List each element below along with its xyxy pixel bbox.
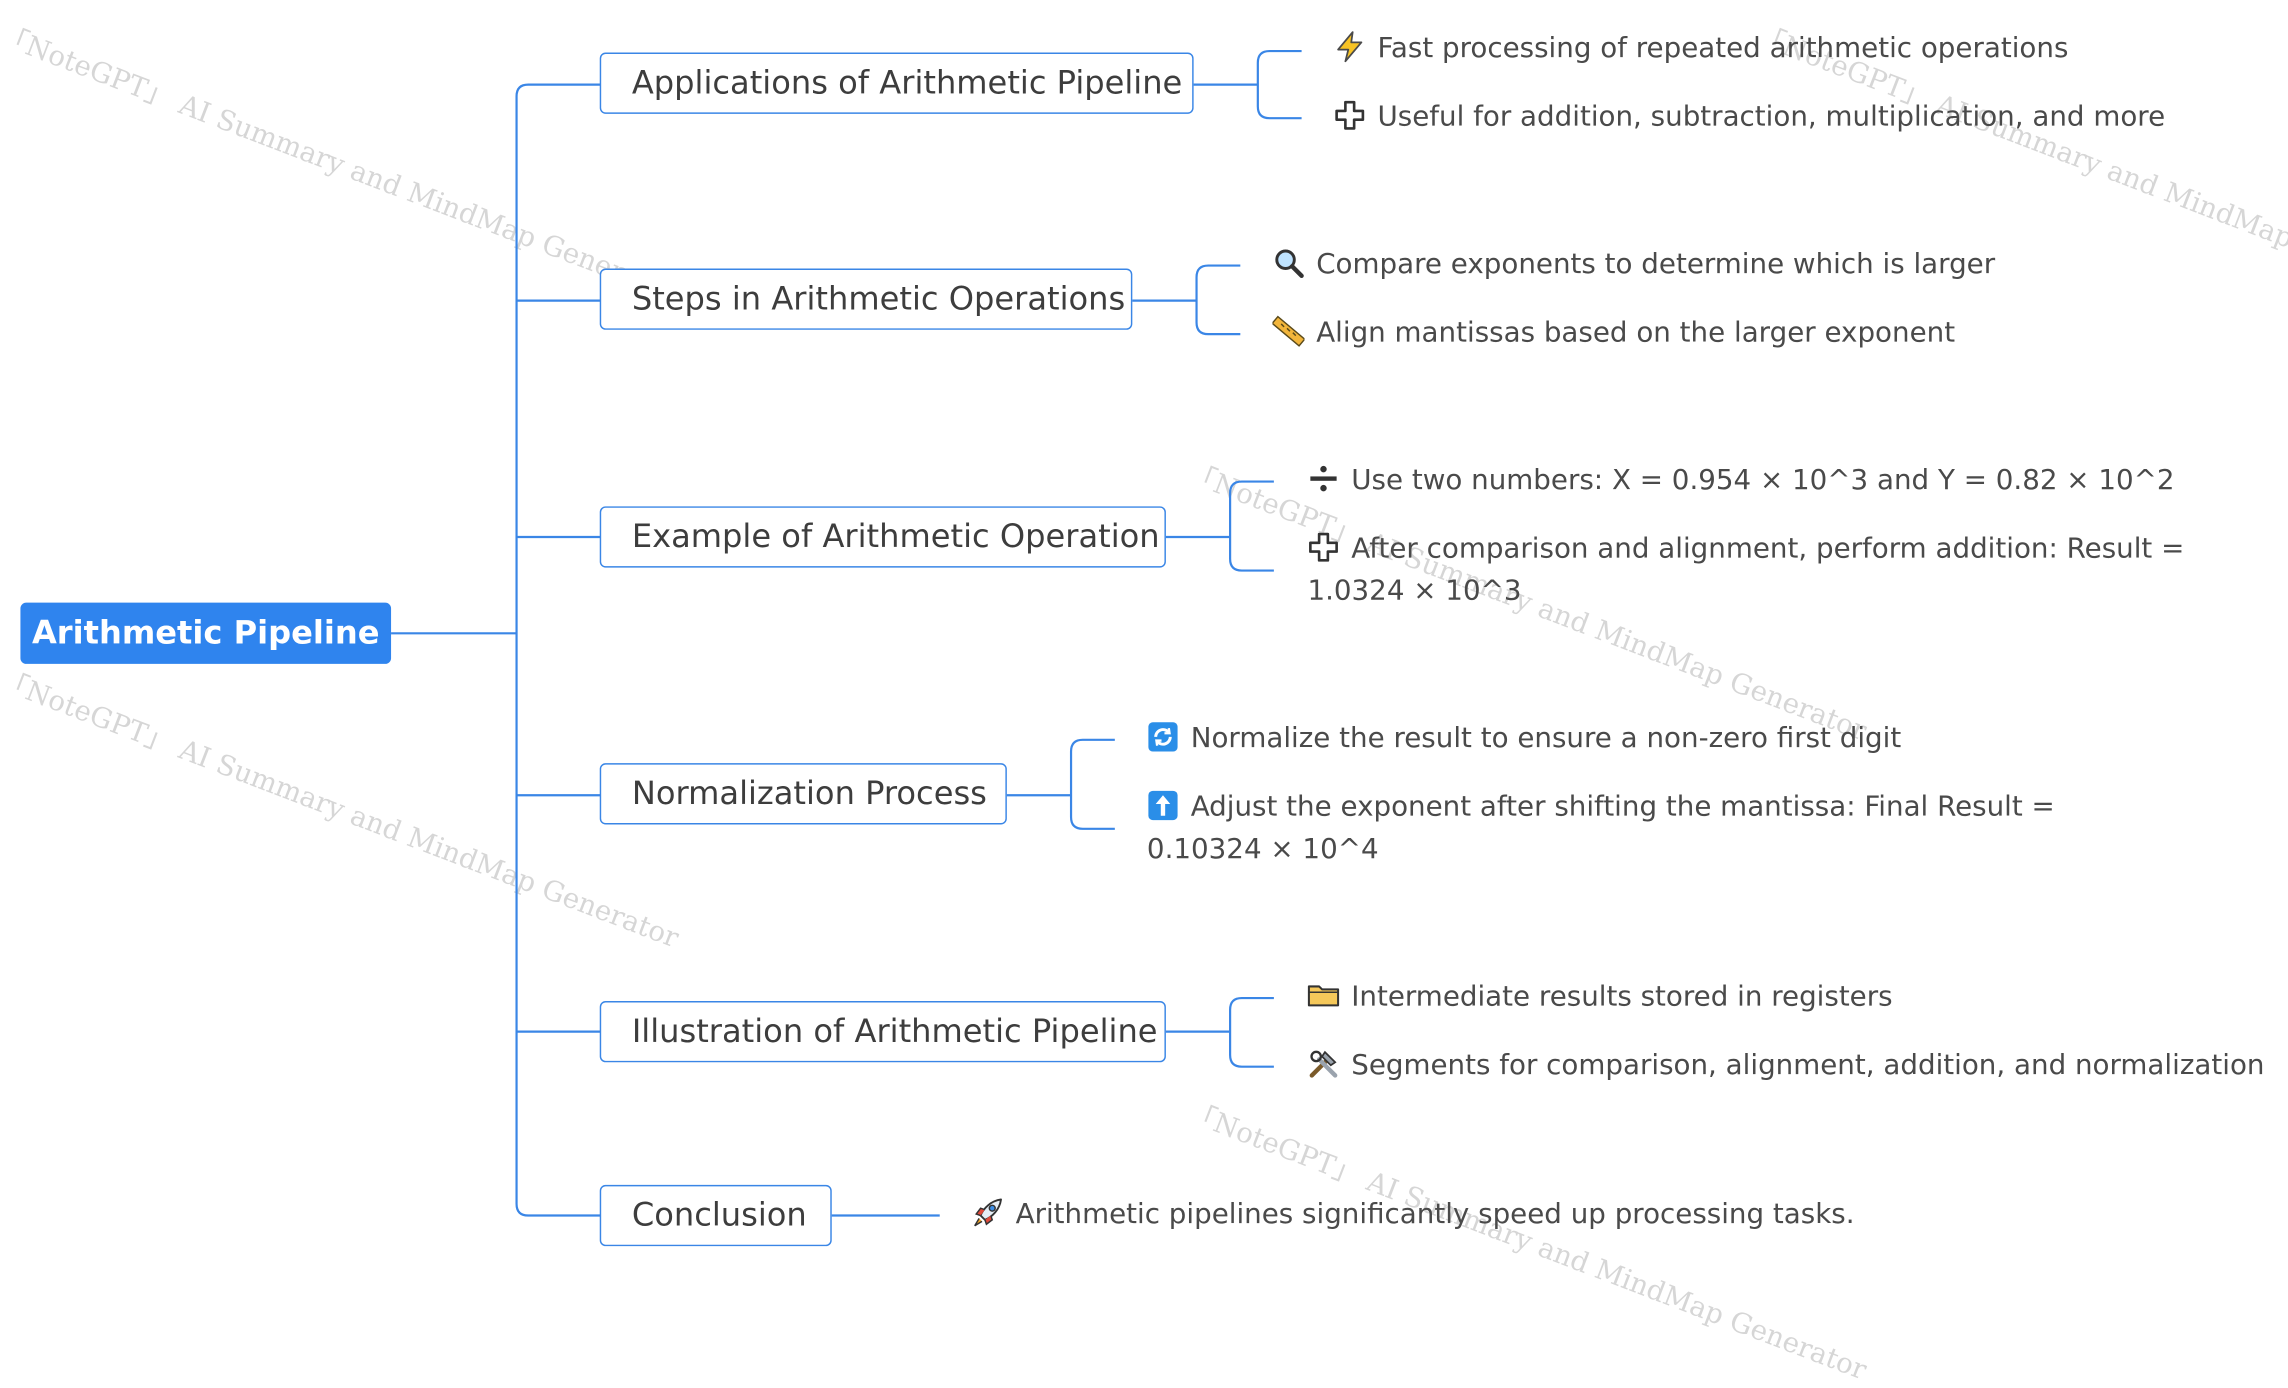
leaf-node[interactable]: Use two numbers: X = 0.954 × 10^3 and Y …	[1307, 460, 2175, 502]
refresh-icon	[1147, 721, 1179, 753]
leaf-text: Compare exponents to determine which is …	[1316, 248, 1996, 281]
branch-label: Conclusion	[631, 1197, 807, 1234]
plus-icon	[1334, 99, 1366, 131]
leaf-text: Adjust the exponent after shifting the m…	[1146, 790, 2055, 866]
rocket-icon	[972, 1197, 1004, 1229]
leaf-node[interactable]: Intermediate results stored in registers	[1307, 976, 1893, 1018]
branch-node-example[interactable]: Example of Arithmetic Operation	[599, 506, 1166, 568]
leaf-node[interactable]: Compare exponents to determine which is …	[1272, 244, 1995, 286]
leaf-text: Use two numbers: X = 0.954 × 10^3 and Y …	[1351, 464, 2175, 497]
leaf-node[interactable]: Segments for comparison, alignment, addi…	[1307, 1045, 2264, 1087]
ruler-icon	[1272, 315, 1305, 347]
leaf-text: Useful for addition, subtraction, multip…	[1377, 100, 2166, 133]
leaf-node[interactable]: Arithmetic pipelines significantly speed…	[972, 1194, 1855, 1236]
branch-label: Normalization Process	[631, 775, 987, 813]
leaf-text: Align mantissas based on the larger expo…	[1316, 316, 1956, 349]
leaf-node[interactable]: Adjust the exponent after shifting the m…	[1147, 787, 2098, 872]
plus-icon	[1307, 531, 1339, 563]
connector-lines	[391, 49, 1302, 1217]
branch-label: Example of Arithmetic Operation	[631, 518, 1160, 556]
tools-icon	[1307, 1048, 1339, 1080]
leaf-node[interactable]: After comparison and alignment, perform …	[1307, 528, 2253, 613]
leaf-text: Intermediate results stored in registers	[1351, 980, 1893, 1013]
branch-label: Steps in Arithmetic Operations	[631, 280, 1126, 318]
mindmap-canvas: 「NoteGPT」 AI Summary and MindMap Generat…	[0, 20, 2288, 1387]
divide-icon	[1307, 463, 1339, 495]
branch-label: Applications of Arithmetic Pipeline	[631, 64, 1183, 102]
leaf-text: Normalize the result to ensure a non-zer…	[1190, 722, 1902, 755]
folder-icon	[1307, 979, 1340, 1011]
root-node[interactable]: Arithmetic Pipeline	[20, 602, 392, 664]
branch-node-normalization[interactable]: Normalization Process	[599, 763, 1007, 825]
branch-node-applications[interactable]: Applications of Arithmetic Pipeline	[599, 52, 1194, 114]
leaf-text: Fast processing of repeated arithmetic o…	[1377, 32, 2069, 65]
branch-label: Illustration of Arithmetic Pipeline	[631, 1013, 1158, 1050]
leaf-node[interactable]: Align mantissas based on the larger expo…	[1272, 312, 1955, 354]
leaf-text: Arithmetic pipelines significantly speed…	[1015, 1198, 1855, 1231]
branch-node-conclusion[interactable]: Conclusion	[599, 1184, 832, 1247]
magnifier-icon	[1272, 247, 1304, 279]
leaf-text: Segments for comparison, alignment, addi…	[1351, 1049, 2265, 1082]
leaf-text: After comparison and alignment, perform …	[1307, 532, 2185, 608]
up-arrow-icon	[1147, 789, 1179, 821]
leaf-node[interactable]: Normalize the result to ensure a non-zer…	[1147, 718, 1901, 760]
leaf-node[interactable]: Fast processing of repeated arithmetic o…	[1334, 28, 2069, 70]
branch-node-steps[interactable]: Steps in Arithmetic Operations	[599, 268, 1133, 330]
lightning-icon	[1334, 31, 1366, 63]
leaf-node[interactable]: Useful for addition, subtraction, multip…	[1334, 96, 2165, 138]
branch-node-illustration[interactable]: Illustration of Arithmetic Pipeline	[599, 1001, 1166, 1063]
